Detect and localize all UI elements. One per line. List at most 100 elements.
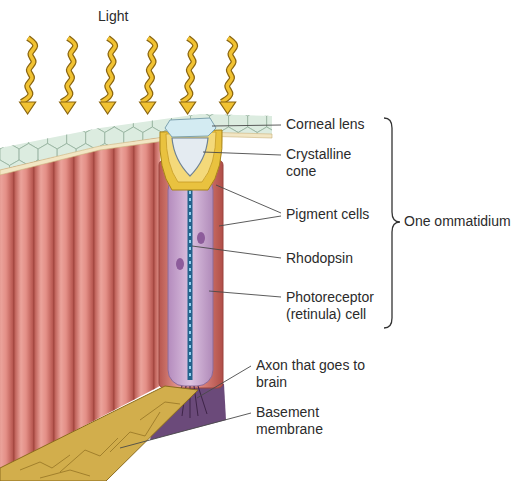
corneal-facet <box>67 193 86 215</box>
corneal-facet <box>257 160 276 182</box>
corneal-facet <box>95 177 114 199</box>
axon-fiber <box>198 386 207 414</box>
corneal-facet <box>0 193 10 215</box>
membrane-texture <box>20 402 180 478</box>
arrow-body <box>142 38 156 102</box>
arrow-head <box>20 102 36 114</box>
corneal-facet <box>124 226 143 248</box>
corneal-facet <box>124 160 143 182</box>
corneal-facet <box>95 210 114 232</box>
corneal-surface <box>0 94 305 248</box>
corneal-facet <box>114 177 133 199</box>
corneal-facet <box>238 160 257 182</box>
corneal-facet <box>0 94 10 116</box>
membrane-crack <box>40 470 90 478</box>
arrow-outline <box>62 38 76 102</box>
corneal-facet <box>133 177 152 199</box>
membrane-crack <box>20 455 70 470</box>
leader-line <box>203 152 281 155</box>
corneal-facet <box>48 160 67 182</box>
corneal-facet <box>0 127 10 149</box>
part-label: Rhodopsin <box>286 250 386 267</box>
arrow-head <box>140 102 156 114</box>
corneal-facet <box>238 127 257 149</box>
corneal-facet <box>276 94 295 116</box>
corneal-facet <box>19 177 38 199</box>
cell-nucleus <box>176 258 184 270</box>
corneal-facet <box>48 193 67 215</box>
light-arrow <box>220 38 236 114</box>
corneal-facet <box>38 111 57 133</box>
leader-line <box>216 185 281 213</box>
leader-line <box>197 366 251 398</box>
corneal-facet <box>57 111 76 133</box>
pigment-cells <box>160 130 222 190</box>
retinula-cell <box>168 174 213 386</box>
corneal-facet <box>19 210 38 232</box>
light-label: Light <box>98 8 158 25</box>
arrow-body <box>222 38 236 102</box>
membrane-crack <box>110 412 160 452</box>
corneal-facet <box>238 94 257 116</box>
corneal-facet <box>267 177 286 199</box>
corneal-facet <box>0 177 19 199</box>
corneal-facet <box>57 177 76 199</box>
cell-nucleus <box>197 232 205 244</box>
part-label: Photoreceptor (retinula) cell <box>286 289 382 323</box>
arrow-outline <box>22 38 36 102</box>
corneal-facet <box>105 226 124 248</box>
corneal-facet <box>229 177 248 199</box>
leader-line <box>219 216 281 226</box>
corneal-facet <box>19 111 38 133</box>
corneal-facet <box>86 226 105 248</box>
light-arrow <box>180 38 196 114</box>
arrow-outline <box>222 38 236 102</box>
group-label: One ommatidium <box>404 213 522 230</box>
corneal-facet <box>105 193 124 215</box>
arrow-head <box>220 102 236 114</box>
corneal-facet <box>38 210 57 232</box>
corneal-facet <box>248 177 267 199</box>
corneal-facet <box>124 193 143 215</box>
corneal-facet <box>229 144 248 166</box>
leader-line <box>192 246 281 258</box>
leader-line <box>120 413 251 448</box>
corneal-facet <box>67 160 86 182</box>
corneal-facet <box>76 210 95 232</box>
corneal-facet <box>29 226 48 248</box>
corneal-facet <box>86 193 105 215</box>
arrow-head <box>180 102 196 114</box>
arrow-outline <box>142 38 156 102</box>
corneal-facet <box>238 193 257 215</box>
corneal-facet <box>267 210 286 232</box>
part-label: Corneal lens <box>286 116 386 133</box>
corneal-facet <box>162 94 181 116</box>
light-arrow <box>100 38 116 114</box>
arrow-head <box>60 102 76 114</box>
corneal-facet <box>257 94 276 116</box>
arrow-body <box>102 38 116 102</box>
corneal-facet <box>133 210 152 232</box>
corneal-facet <box>286 177 305 199</box>
leader-line <box>209 291 281 297</box>
light-arrow <box>20 38 36 114</box>
corneal-facet <box>57 210 76 232</box>
corneal-facet <box>0 111 19 133</box>
corneal-facet <box>229 210 248 232</box>
corneal-facet <box>114 210 133 232</box>
part-label: Axon that goes to brain <box>256 357 368 391</box>
light-arrow <box>60 38 76 114</box>
corneal-facet <box>48 226 67 248</box>
arrow-body <box>62 38 76 102</box>
part-label: Pigment cells <box>286 206 386 223</box>
rhodopsin-dots <box>189 184 191 380</box>
corneal-facet <box>276 226 295 248</box>
membrane-crack <box>60 438 118 472</box>
pigment-sheath <box>159 160 223 388</box>
arrow-body <box>182 38 196 102</box>
corneal-facet <box>238 226 257 248</box>
leader-lines <box>120 125 281 448</box>
arrow-body <box>22 38 36 102</box>
corneal-facet <box>124 94 143 116</box>
